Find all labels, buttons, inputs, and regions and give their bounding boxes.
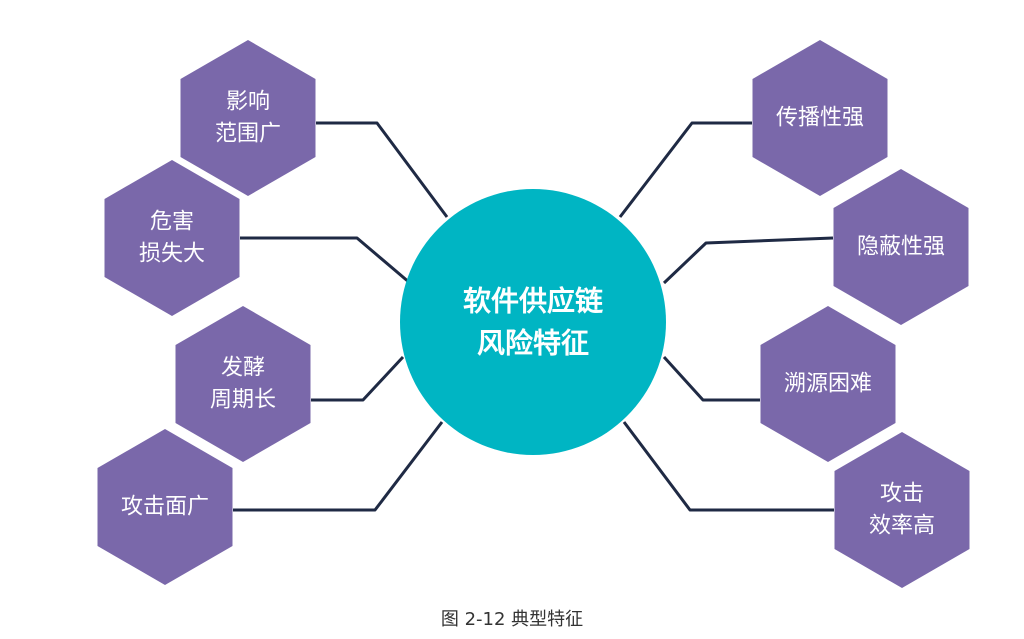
- left-hexagon-1-label: 影响: [226, 90, 270, 115]
- center-title-line: 风险特征: [477, 327, 589, 360]
- right-hexagon-1: [752, 40, 888, 196]
- right-hexagon-2: [833, 169, 969, 325]
- right-hexagon-4: [834, 432, 970, 588]
- center-title-line: 软件供应链: [463, 285, 603, 318]
- left-hexagon-2-label: 危害: [150, 210, 194, 235]
- right-hexagon-3: [760, 306, 896, 462]
- right-hexagon-2-label: 隐蔽性强: [857, 235, 945, 260]
- left-hexagon-3-label: 周期长: [210, 388, 276, 413]
- left-hexagon-3: [175, 306, 311, 462]
- right-connector-1: [618, 121, 752, 218]
- left-connector-1: [316, 121, 449, 218]
- left-hexagon-3-label: 发酵: [221, 356, 265, 381]
- left-hexagon-4-label: 攻击面广: [121, 495, 209, 520]
- right-hexagon-4-label: 攻击: [880, 482, 924, 507]
- left-hexagon-1-label: 范围广: [215, 122, 281, 147]
- right-connector-4: [622, 421, 834, 512]
- right-hexagon-3-label: 溯源困难: [784, 372, 872, 397]
- left-connector-3: [311, 355, 405, 402]
- left-connector-2: [240, 236, 411, 285]
- center-circle: [400, 189, 666, 455]
- right-connector-3: [662, 355, 760, 402]
- left-hexagon-1: [180, 40, 316, 196]
- left-hexagon-2-label: 损失大: [139, 242, 205, 267]
- left-hexagon-4: [97, 429, 233, 585]
- connector-lines: [233, 121, 834, 512]
- right-hexagon-1-label: 传播性强: [776, 106, 864, 131]
- figure-caption: 图 2-12 典型特征: [440, 609, 584, 630]
- left-hexagon-2: [104, 160, 240, 316]
- right-connector-2: [662, 236, 834, 285]
- right-hexagon-4-label: 效率高: [869, 514, 935, 539]
- left-connector-4: [233, 421, 444, 512]
